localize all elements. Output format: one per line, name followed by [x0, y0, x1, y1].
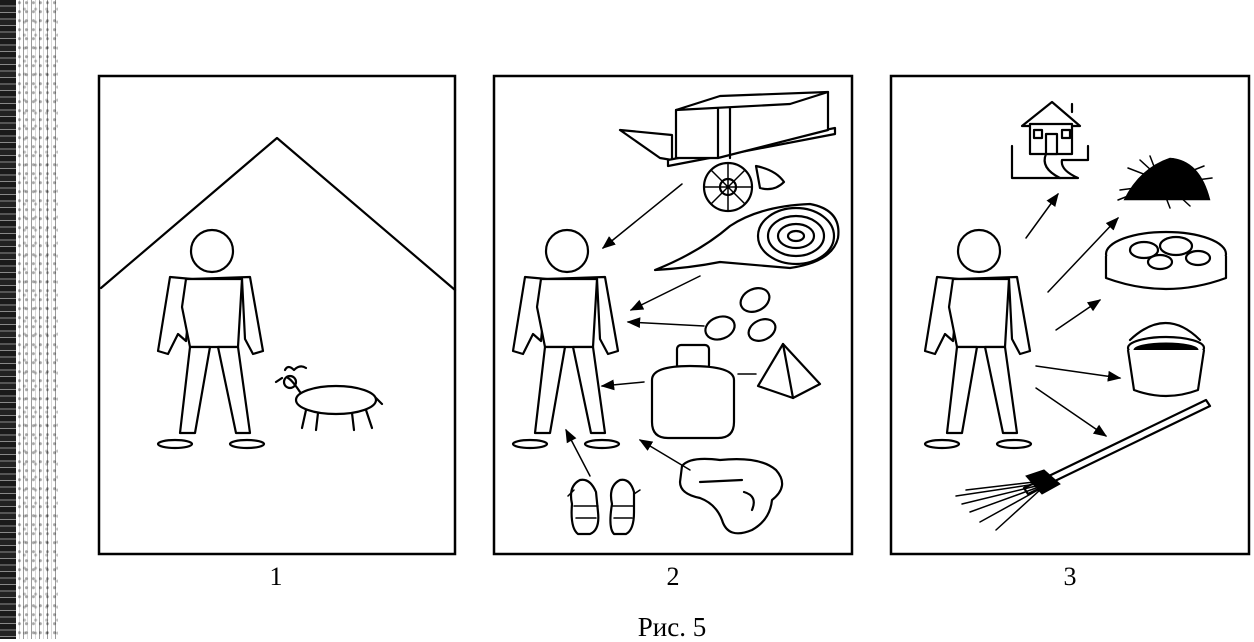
- eggs-icon: [704, 287, 777, 342]
- panel-1: [97, 74, 457, 556]
- arrows-into-person: [565, 183, 757, 477]
- scanned-page-edge: [0, 0, 58, 639]
- panel-2-frame: [492, 74, 854, 556]
- sugar-pyramid-icon: [756, 342, 822, 400]
- wool-fleece-icon: [678, 457, 784, 535]
- human-figure: [923, 228, 1033, 450]
- panel-1-number: 1: [269, 562, 283, 591]
- bowl-icon: [1104, 230, 1228, 291]
- jar-icon: [650, 343, 736, 440]
- bucket-icon: [1126, 321, 1206, 398]
- house-icon: [1010, 100, 1090, 180]
- panel-3: [889, 74, 1251, 556]
- figure-caption: Рис. 5: [637, 612, 707, 642]
- human-figure: [511, 228, 621, 450]
- broom-icon: [955, 398, 1212, 531]
- mittens-icon: [567, 478, 641, 536]
- arrows-from-person: [1025, 192, 1122, 437]
- panel-3-number: 3: [1063, 562, 1077, 591]
- panel-2: [492, 74, 854, 556]
- rolled-fat-icon: [653, 202, 840, 272]
- panel-1-frame: [97, 74, 457, 556]
- panel-2-number: 2: [666, 562, 680, 591]
- cart-with-boxes-icon: [618, 90, 837, 213]
- straw-pile-icon: [1117, 155, 1213, 209]
- house-roof-outline: [99, 136, 457, 292]
- panel-3-frame: [889, 74, 1251, 556]
- human-figure: [156, 228, 266, 450]
- goat-icon: [274, 365, 384, 432]
